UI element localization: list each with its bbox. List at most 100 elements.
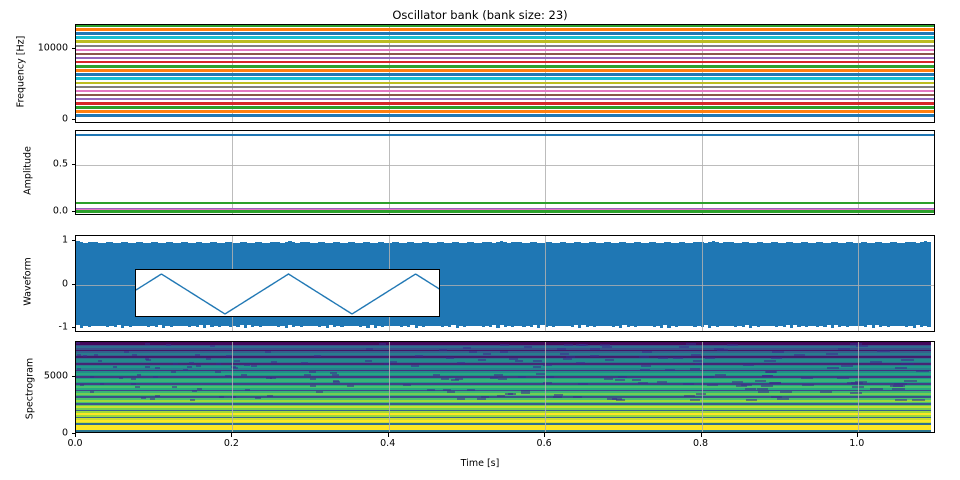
waveform-edge-jitter (306, 326, 311, 328)
waveform-edge-jitter (473, 326, 478, 328)
spectrogram-speckle (194, 353, 201, 356)
xtick-label: 0.4 (380, 438, 396, 449)
spectrogram-speckle (232, 367, 238, 370)
waveform-edge-jitter (663, 240, 668, 243)
spectrogram-harmonic-core-6 (76, 392, 931, 395)
spectrogram-speckle (802, 383, 815, 386)
spectrogram-speckle (89, 391, 94, 394)
oscillator-line-19 (76, 40, 934, 43)
waveform-edge-jitter (581, 325, 586, 328)
waveform-edge-jitter (841, 325, 846, 328)
waveform-edge-jitter (878, 327, 883, 328)
waveform-edge-jitter (354, 325, 359, 328)
ytick-mark (71, 48, 75, 49)
spectrogram-harmonic-core-11 (76, 359, 931, 362)
waveform-edge-jitter (432, 240, 437, 244)
waveform-edge-jitter (748, 240, 753, 244)
spectrogram-speckle (579, 343, 589, 346)
amplitude-line-3 (76, 202, 934, 205)
waveform-edge-jitter (265, 326, 270, 328)
waveform-edge-jitter (321, 325, 326, 328)
spectrogram-noise-row (76, 404, 931, 406)
waveform-edge-jitter (807, 326, 813, 328)
waveform-edge-jitter (897, 326, 902, 328)
waveform-edge-jitter (165, 240, 170, 242)
spectrogram-speckle (144, 358, 150, 361)
waveform-edge-jitter (102, 325, 107, 328)
spectrogram-speckle (209, 344, 215, 347)
waveform-edge-jitter (488, 240, 493, 243)
spectrogram-speckle (855, 344, 869, 347)
waveform-edge-jitter (807, 240, 813, 243)
waveform-edge-jitter (183, 240, 188, 242)
xtick-label: 1.0 (849, 438, 865, 449)
spectrogram-noise-row (76, 390, 931, 392)
waveform-edge-jitter (113, 240, 118, 244)
waveform-edge-jitter (232, 325, 237, 328)
waveform-edge-jitter (562, 326, 567, 328)
spectrogram-speckle (131, 378, 136, 381)
waveform-edge-jitter (529, 327, 534, 328)
waveform-edge-jitter (815, 326, 820, 328)
waveform-edge-jitter (685, 326, 690, 328)
spectrogram-speckle (173, 362, 179, 365)
waveform-edge-jitter (492, 240, 497, 244)
waveform-edge-jitter (217, 240, 222, 243)
spectrogram-speckle (637, 381, 648, 384)
waveform-edge-jitter (637, 325, 642, 328)
waveform-edge-jitter (362, 325, 367, 328)
waveform-edge-jitter (674, 326, 679, 328)
spectrogram-speckle (850, 342, 863, 345)
spectrogram-speckle (894, 382, 907, 385)
waveform-edge-jitter (763, 240, 768, 244)
waveform-edge-jitter (410, 240, 415, 242)
waveform-edge-jitter (358, 240, 363, 243)
waveform-edge-jitter (466, 240, 471, 243)
waveform-edge-jitter (168, 240, 174, 242)
xtick-mark (856, 433, 858, 437)
spectrogram-speckle (727, 344, 739, 347)
waveform-edge-jitter (157, 325, 162, 328)
spectrogram-harmonic-core-2 (76, 419, 931, 422)
waveform-edge-jitter (172, 240, 177, 243)
gridline-vertical (388, 131, 390, 214)
waveform-edge-jitter (555, 240, 560, 243)
spectrogram-speckle (777, 397, 789, 400)
oscillator-line-6 (76, 93, 934, 97)
spectrogram-speckle (124, 350, 129, 353)
waveform-edge-jitter (785, 240, 790, 242)
waveform-edge-jitter (295, 240, 300, 244)
spectrogram-speckle (841, 365, 854, 367)
waveform-edge-jitter (525, 240, 530, 243)
gridline-vertical (701, 342, 703, 432)
waveform-edge-jitter (852, 326, 857, 328)
waveform-edge-jitter (767, 240, 772, 243)
spectrogram-speckle (230, 396, 237, 399)
waveform-edge-jitter (718, 325, 724, 328)
waveform-edge-jitter (239, 240, 244, 243)
waveform-edge-jitter (131, 240, 136, 243)
spectrogram-speckle (603, 377, 614, 380)
waveform-edge-jitter (518, 326, 523, 328)
waveform-edge-jitter (451, 240, 456, 243)
waveform-edge-jitter (235, 327, 241, 328)
spectrogram-speckle (764, 359, 776, 362)
spectrogram-speckle (498, 378, 507, 381)
spectrogram-noise-row (76, 350, 931, 352)
waveform-edge-jitter (848, 240, 854, 242)
waveform-edge-jitter (213, 240, 218, 242)
oscillator-line-15 (76, 56, 934, 60)
waveform-edge-jitter (492, 325, 497, 328)
waveform-edge-jitter (551, 240, 556, 244)
spectrogram-speckle (469, 351, 478, 354)
spectrogram-speckle (532, 365, 542, 368)
waveform-edge-jitter (752, 325, 757, 328)
spectrogram-speckle (793, 353, 806, 356)
spectrogram-speckle (494, 373, 503, 376)
waveform-edge-jitter (651, 326, 657, 328)
waveform-edge-jitter (399, 240, 404, 243)
spectrogram-speckle (234, 360, 240, 363)
gridline-vertical (545, 131, 547, 214)
waveform-edge-jitter (388, 240, 393, 243)
waveform-edge-jitter (250, 327, 255, 328)
